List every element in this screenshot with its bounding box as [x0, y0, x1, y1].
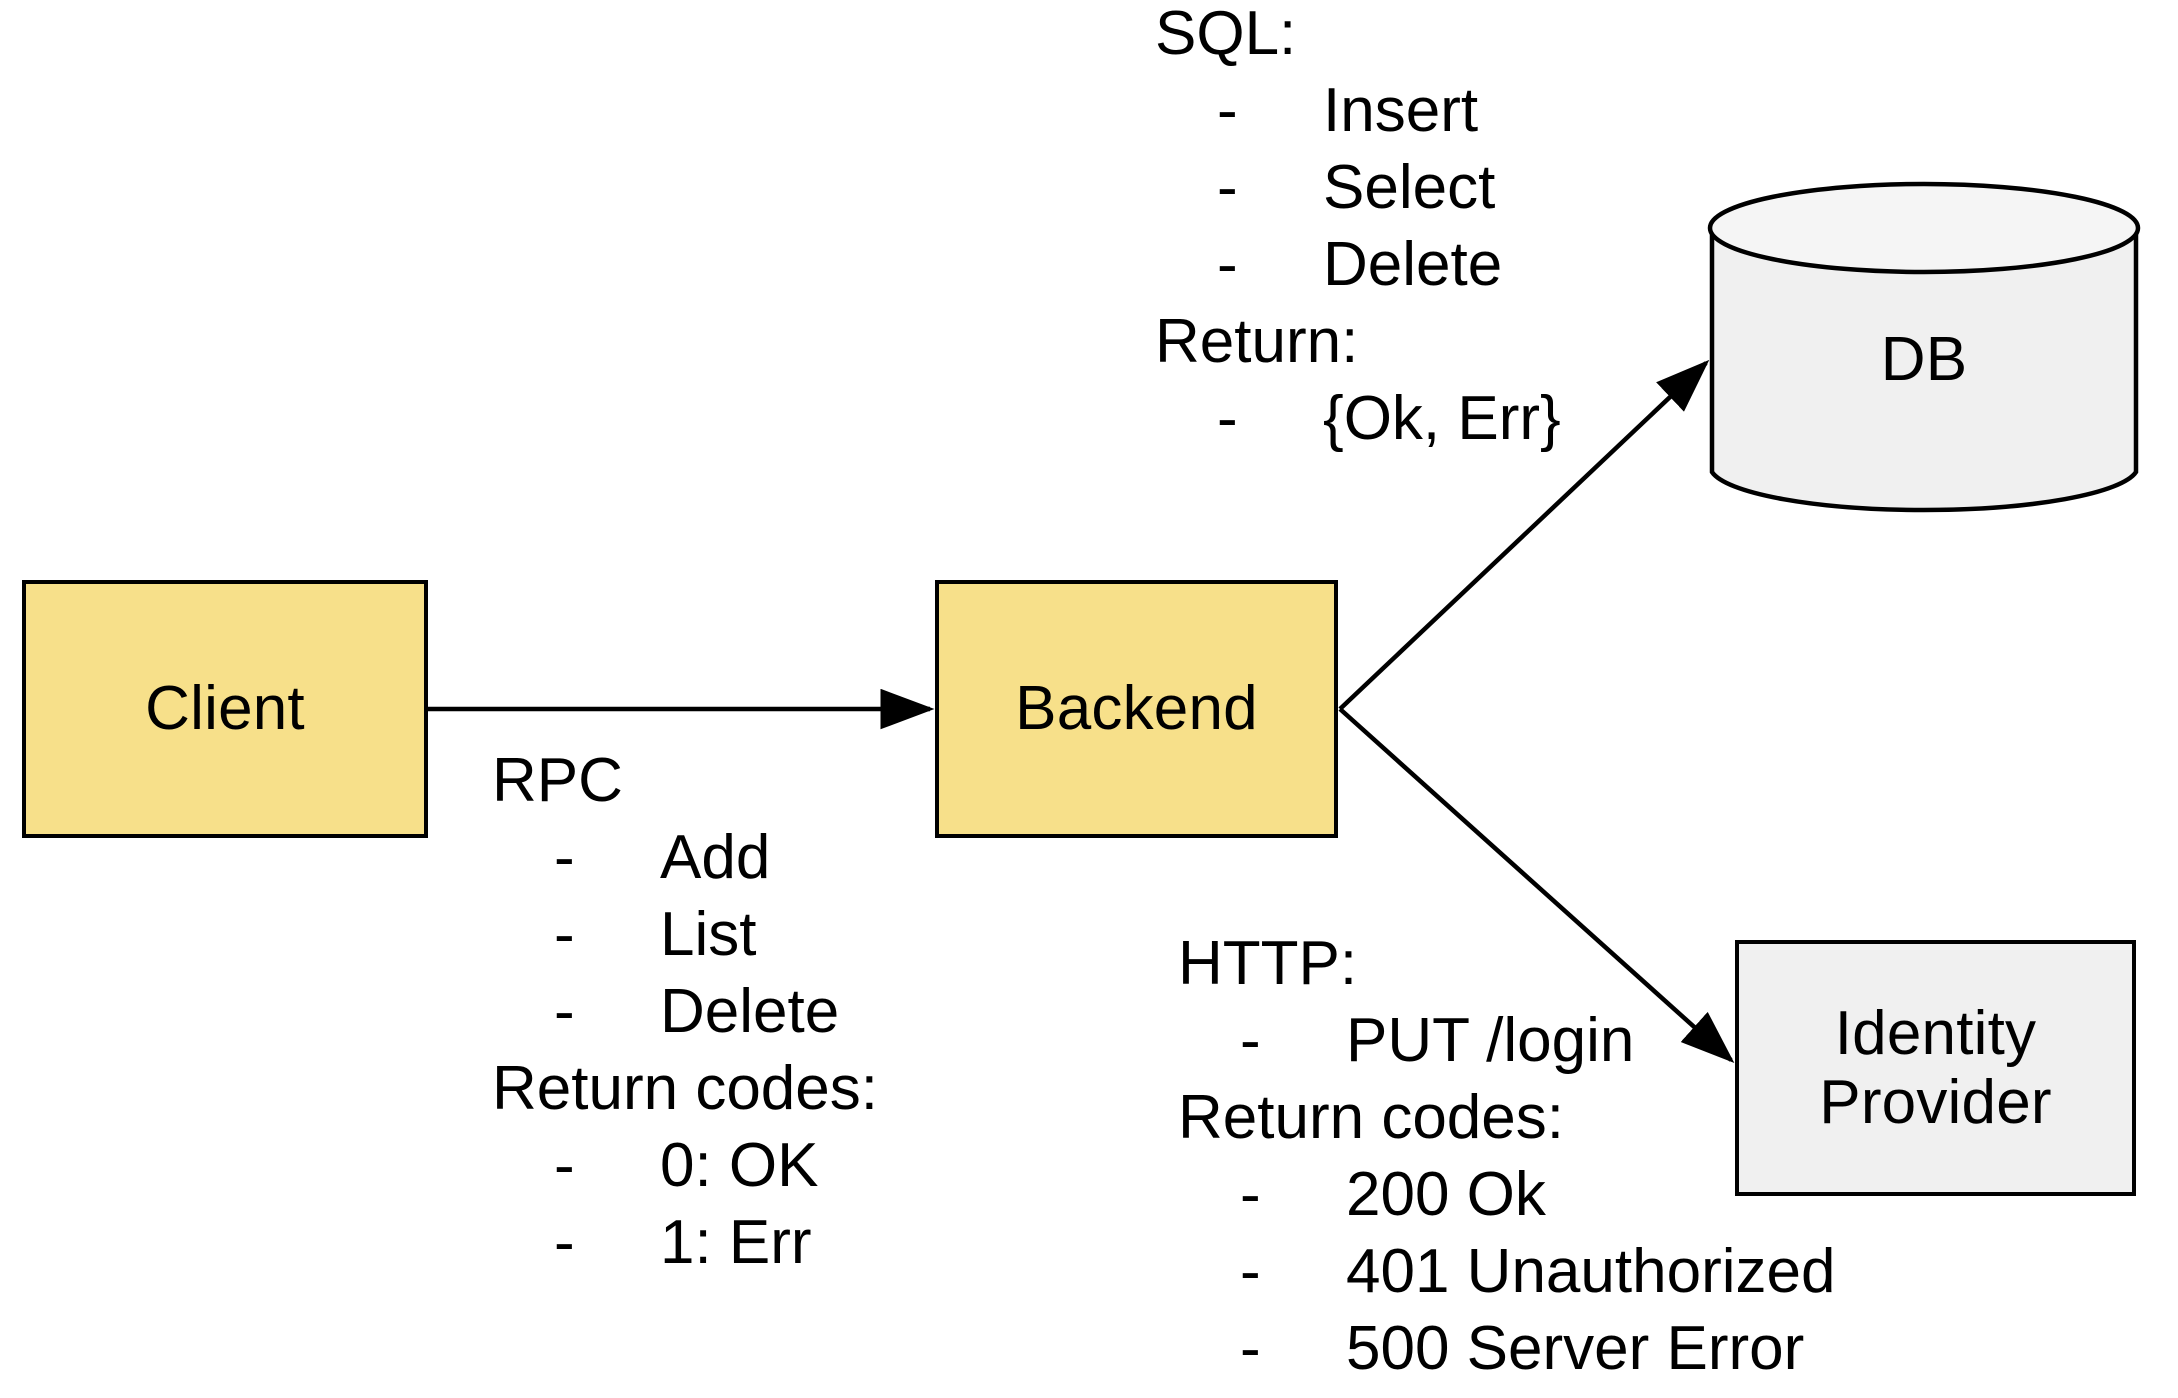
- annotation-sql-return-item-label: {Ok, Err}: [1323, 384, 1561, 453]
- node-db[interactable]: DB: [1710, 195, 2138, 507]
- annotation-rpc-item-label: List: [660, 900, 757, 969]
- bullet-dash-icon: -: [554, 900, 575, 969]
- annotation-sql-item: - Select: [1155, 149, 1561, 226]
- annotation-sql-item-label: Insert: [1323, 76, 1479, 145]
- node-identity-provider-label: Identity Provider: [1819, 999, 2051, 1138]
- node-backend[interactable]: Backend: [935, 580, 1338, 838]
- annotation-sql-item: - Delete: [1155, 226, 1561, 303]
- node-client-label: Client: [145, 674, 305, 744]
- annotation-http-return-item-label: 401 Unauthorized: [1346, 1237, 1836, 1306]
- annotation-rpc-item-label: Add: [660, 823, 771, 892]
- annotation-rpc-return-item-label: 0: OK: [660, 1131, 819, 1200]
- node-backend-label: Backend: [1015, 674, 1258, 744]
- annotation-rpc-return-item: - 1: Err: [492, 1204, 878, 1281]
- annotation-rpc-heading: RPC: [492, 746, 623, 815]
- db-cylinder-top: [1707, 181, 2141, 275]
- annotation-http-return-item: - 401 Unauthorized: [1178, 1233, 1835, 1310]
- bullet-dash-icon: -: [554, 1131, 575, 1200]
- annotation-http-return-item: - 500 Server Error: [1178, 1310, 1835, 1387]
- annotation-http-return-item-label: 500 Server Error: [1346, 1314, 1805, 1383]
- annotation-sql-item: - Insert: [1155, 72, 1561, 149]
- edge-backend-to-identity-provider: [1338, 707, 1735, 1064]
- annotation-rpc-return-item: - 0: OK: [492, 1127, 878, 1204]
- bullet-dash-icon: -: [1217, 384, 1238, 453]
- bullet-dash-icon: -: [1217, 230, 1238, 299]
- annotation-http-item: - PUT /login: [1178, 1002, 1835, 1079]
- annotation-sql-return-item: - {Ok, Err}: [1155, 380, 1561, 457]
- annotation-sql-item-label: Delete: [1323, 230, 1503, 299]
- node-identity-provider[interactable]: Identity Provider: [1735, 940, 2136, 1196]
- node-db-label: DB: [1880, 325, 1968, 394]
- node-identity-provider-label-line2: Provider: [1819, 1068, 2052, 1137]
- annotation-rpc-return-heading: Return codes:: [492, 1054, 878, 1123]
- bullet-dash-icon: -: [554, 977, 575, 1046]
- annotation-rpc-item: - Delete: [492, 973, 878, 1050]
- bullet-dash-icon: -: [554, 1208, 575, 1277]
- annotation-sql: SQL: - Insert - Select - Delete Return: …: [1155, 0, 1561, 457]
- edge-backend-to-db: [1338, 359, 1710, 711]
- bullet-dash-icon: -: [1240, 1314, 1261, 1383]
- annotation-rpc-item: - Add: [492, 819, 878, 896]
- annotation-rpc-item-label: Delete: [660, 977, 840, 1046]
- annotation-sql-return-heading: Return:: [1155, 307, 1359, 376]
- bullet-dash-icon: -: [1240, 1160, 1261, 1229]
- annotation-http-return-heading: Return codes:: [1178, 1083, 1564, 1152]
- annotation-rpc: RPC - Add - List - Delete Return codes: …: [492, 742, 878, 1281]
- bullet-dash-icon: -: [1240, 1237, 1261, 1306]
- bullet-dash-icon: -: [1217, 76, 1238, 145]
- node-client[interactable]: Client: [22, 580, 428, 838]
- annotation-sql-item-label: Select: [1323, 153, 1496, 222]
- annotation-rpc-item: - List: [492, 896, 878, 973]
- annotation-http: HTTP: - PUT /login Return codes: - 200 O…: [1178, 925, 1835, 1387]
- annotation-http-return-item-label: 200 Ok: [1346, 1160, 1546, 1229]
- annotation-sql-heading: SQL:: [1155, 0, 1297, 68]
- bullet-dash-icon: -: [1240, 1006, 1261, 1075]
- db-cylinder-body: [1709, 225, 2139, 513]
- annotation-http-heading: HTTP:: [1178, 929, 1358, 998]
- annotation-http-item-label: PUT /login: [1346, 1006, 1635, 1075]
- annotation-rpc-return-item-label: 1: Err: [660, 1208, 812, 1277]
- bullet-dash-icon: -: [1217, 153, 1238, 222]
- annotation-http-return-item: - 200 Ok: [1178, 1156, 1835, 1233]
- bullet-dash-icon: -: [554, 823, 575, 892]
- node-identity-provider-label-line1: Identity: [1834, 998, 2037, 1068]
